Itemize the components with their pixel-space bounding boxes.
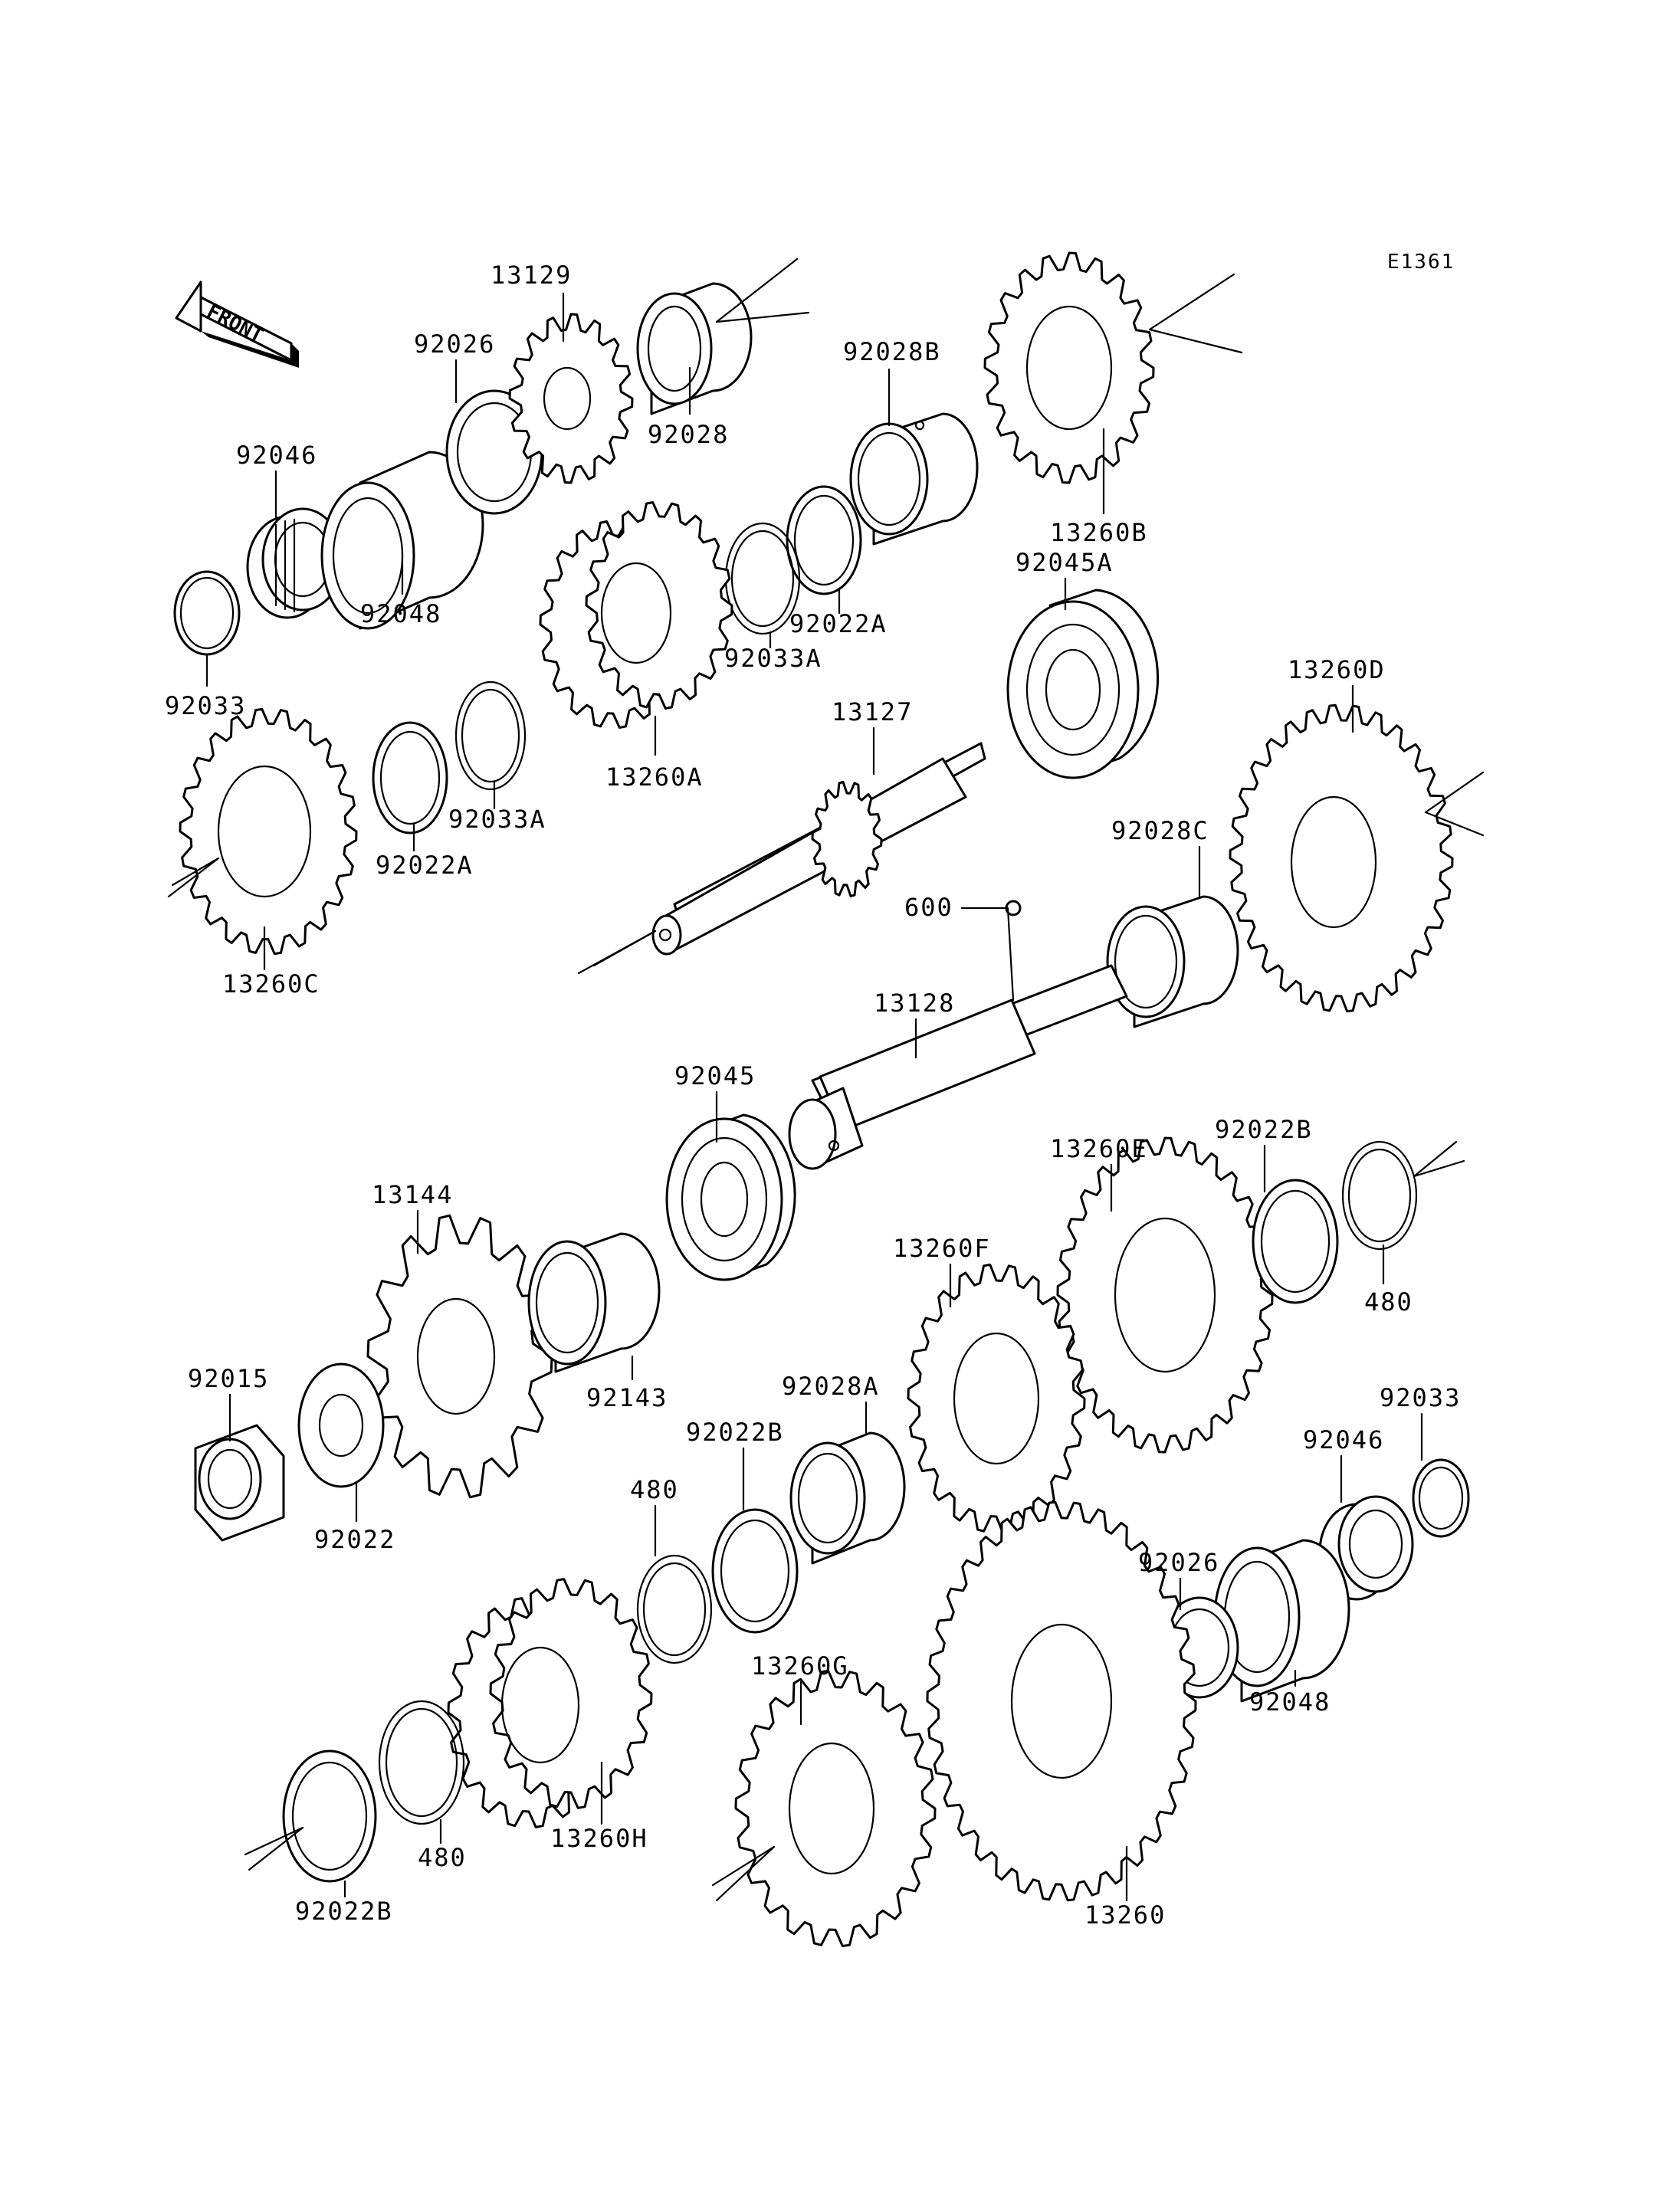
label-13260D: 13260D <box>1288 655 1386 684</box>
label-92022B-mid: 92022B <box>686 1418 784 1447</box>
label-13260G: 13260G <box>751 1651 849 1681</box>
collar-92143 <box>527 1232 661 1373</box>
bush-92028B <box>849 412 979 546</box>
label-92033-bottom: 92033 <box>1380 1383 1461 1412</box>
label-92022B-bottom: 92022B <box>295 1897 393 1926</box>
label-92015: 92015 <box>188 1364 269 1393</box>
label-13260F: 13260F <box>893 1234 991 1263</box>
label-13260: 13260 <box>1084 1900 1166 1930</box>
label-92026-top: 92026 <box>414 330 495 359</box>
label-92045A: 92045A <box>1016 548 1114 577</box>
washer-92022A-mid <box>372 721 448 835</box>
label-92046-top: 92046 <box>236 441 317 470</box>
nut-92015 <box>194 1424 285 1542</box>
washer-92022B-mid <box>711 1508 799 1634</box>
label-92045: 92045 <box>674 1061 756 1090</box>
label-92033-top: 92033 <box>165 691 246 720</box>
washer-92022B-right <box>1252 1179 1339 1304</box>
label-92022A-mid: 92022A <box>376 851 474 880</box>
label-92033A-top: 92033A <box>724 644 822 673</box>
sprocket-13144 <box>366 1214 553 1499</box>
label-92028C: 92028C <box>1111 816 1209 845</box>
label-92022B-right: 92022B <box>1215 1115 1313 1144</box>
circlip-480-bottom <box>378 1700 465 1825</box>
gear-13260F <box>907 1263 1086 1534</box>
label-13127: 13127 <box>832 697 913 726</box>
washer-92022B-bottom <box>244 1749 377 1883</box>
gear-13260B <box>983 251 1243 484</box>
label-13144: 13144 <box>372 1180 453 1209</box>
label-13260A: 13260A <box>605 762 704 792</box>
label-13128: 13128 <box>874 989 955 1018</box>
label-13260H: 13260H <box>550 1824 648 1853</box>
gear-13260C <box>167 707 358 956</box>
label-92026-bottom: 92026 <box>1138 1548 1219 1577</box>
label-92048-top: 92048 <box>360 599 441 628</box>
bush-92028C <box>1106 895 1239 1028</box>
gear-13260H <box>447 1578 653 1828</box>
gear-13129 <box>508 313 634 484</box>
circlip-92033A-top <box>724 522 801 635</box>
washer-92022 <box>297 1362 385 1488</box>
gear-13260A <box>539 501 733 729</box>
circlip-92033A-mid <box>454 680 527 791</box>
gear-13260 <box>926 1500 1197 1902</box>
label-92022A-top: 92022A <box>789 609 888 638</box>
label-92048-bottom: 92048 <box>1249 1687 1331 1717</box>
part-labels: 13129 92026 92028 92046 92048 92033 9202… <box>165 261 1461 1930</box>
label-13260B: 13260B <box>1050 518 1148 547</box>
gear-13260D <box>1229 703 1485 1013</box>
diagram-code: E1361 <box>1387 251 1455 274</box>
front-arrow-icon: FRONT <box>175 280 299 368</box>
circlip-480-mid <box>636 1554 713 1664</box>
bush-92028 <box>636 257 810 415</box>
label-92028A: 92028A <box>782 1372 880 1401</box>
label-92033A-mid: 92033A <box>448 805 546 834</box>
label-480-mid: 480 <box>630 1475 679 1504</box>
label-480-right: 480 <box>1364 1287 1413 1317</box>
label-92046-bottom: 92046 <box>1303 1425 1384 1454</box>
washer-92022A-top <box>786 485 862 595</box>
ball-bearing-92045A <box>1006 589 1160 779</box>
circlip-92033-bottom <box>1412 1458 1470 1538</box>
gear-13260G <box>711 1670 937 1947</box>
label-92143: 92143 <box>586 1383 668 1412</box>
bush-92028A <box>789 1431 906 1565</box>
label-600: 600 <box>904 893 953 922</box>
label-92028B: 92028B <box>843 337 941 366</box>
front-label: FRONT <box>203 300 267 348</box>
label-92022: 92022 <box>314 1525 395 1554</box>
shaft-13128 <box>788 964 1128 1170</box>
label-13260C: 13260C <box>222 969 320 998</box>
shaft-13127 <box>577 742 986 975</box>
circlip-92033-top <box>173 570 241 656</box>
label-92028: 92028 <box>648 420 729 449</box>
label-13129: 13129 <box>491 261 572 290</box>
leader-lines <box>205 292 1423 1902</box>
circlip-480-right <box>1341 1140 1465 1251</box>
label-13260E: 13260E <box>1050 1134 1148 1163</box>
ball-bearing-92045 <box>665 1113 796 1281</box>
label-480-bottom: 480 <box>418 1843 467 1872</box>
gear-13260E <box>1056 1136 1274 1454</box>
sleeve-92048-bottom <box>1213 1539 1350 1703</box>
